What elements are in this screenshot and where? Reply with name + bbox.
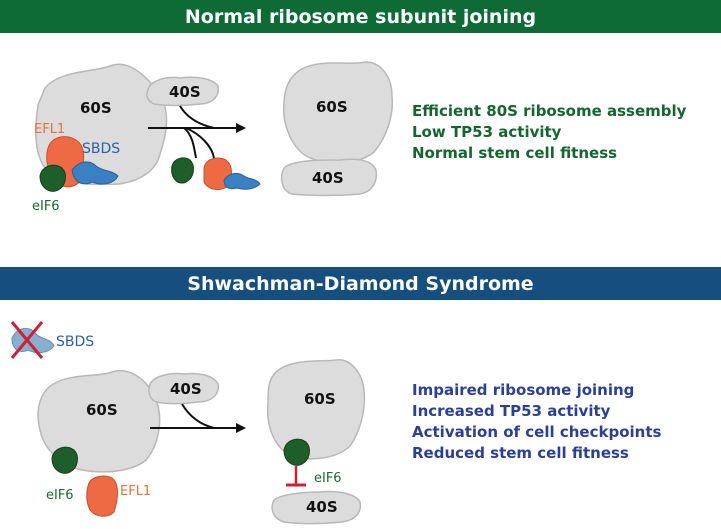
sds-outcome-item: Impaired ribosome joining xyxy=(412,381,635,399)
top-60s-right-subunit xyxy=(283,61,394,164)
top-factor-release-curve-2 xyxy=(185,127,215,159)
bottom-eif6-right-protein xyxy=(283,438,310,466)
normal-outcome-item: Efficient 80S ribosome assembly xyxy=(412,102,687,120)
bottom-efl1-protein xyxy=(86,475,118,517)
top-factor-release-curve-1 xyxy=(183,127,197,159)
bottom-panel: SBDS 60S eIF6 EFL1 40S 60S eIF6 40S xyxy=(10,321,366,525)
bottom-eif6-left-label: eIF6 xyxy=(46,488,74,503)
normal-outcome-item: Normal stem cell fitness xyxy=(412,144,618,162)
sds-outcome-item: Increased TP53 activity xyxy=(412,402,611,420)
bottom-60s-right-subunit xyxy=(266,359,366,460)
bottom-sbds-missing-label: SBDS xyxy=(56,334,94,350)
top-released-sbds-protein xyxy=(223,172,261,190)
normal-outcomes-list: Efficient 80S ribosome assembly Low TP53… xyxy=(412,101,686,164)
bottom-40s-mid-label: 40S xyxy=(170,380,202,398)
top-efl1-label: EFL1 xyxy=(34,122,65,137)
panel-title-normal-text: Normal ribosome subunit joining xyxy=(184,5,537,28)
top-40s-right-label: 40S xyxy=(312,169,344,187)
bottom-60s-left-subunit xyxy=(37,369,161,473)
bottom-eif6-right-label: eIF6 xyxy=(314,471,342,486)
bottom-40s-mid-subunit xyxy=(148,372,220,405)
sds-outcomes-list: Impaired ribosome joining Increased TP53… xyxy=(412,380,661,464)
bottom-60s-left-label: 60S xyxy=(86,401,118,419)
normal-outcome-item: Low TP53 activity xyxy=(412,123,562,141)
sds-outcome-item: Reduced stem cell fitness xyxy=(412,444,629,462)
top-sbds-label: SBDS xyxy=(82,141,120,157)
top-60s-right-label: 60S xyxy=(316,98,348,116)
top-60s-left-label: 60S xyxy=(80,99,112,117)
bottom-60s-right-label: 60S xyxy=(304,390,336,408)
panel-title-sds-text: Shwachman-Diamond Syndrome xyxy=(187,272,534,295)
bottom-40s-blocked-label: 40S xyxy=(306,498,338,516)
top-eif6-protein xyxy=(39,164,66,192)
top-40s-right-subunit xyxy=(280,158,378,197)
top-eif6-label: eIF6 xyxy=(32,199,60,214)
panel-title-sds: Shwachman-Diamond Syndrome xyxy=(0,267,721,300)
top-40s-incoming-curve xyxy=(179,105,215,129)
bottom-40s-incoming-curve xyxy=(181,403,215,429)
bottom-40s-blocked-subunit xyxy=(271,490,362,525)
panel-title-normal: Normal ribosome subunit joining xyxy=(0,0,721,33)
top-released-eif6-protein xyxy=(171,157,194,184)
top-sbds-protein xyxy=(71,161,119,185)
bottom-sbds-cross-line-2 xyxy=(10,321,44,359)
sds-outcome-item: Activation of cell checkpoints xyxy=(412,423,662,441)
bottom-eif6-left-protein xyxy=(51,446,78,474)
top-40s-mid-subunit xyxy=(146,76,220,107)
bottom-efl1-label: EFL1 xyxy=(120,484,151,499)
top-panel: 60S EFL1 SBDS eIF6 40S 60S 40S xyxy=(32,61,394,214)
top-40s-mid-label: 40S xyxy=(169,83,201,101)
